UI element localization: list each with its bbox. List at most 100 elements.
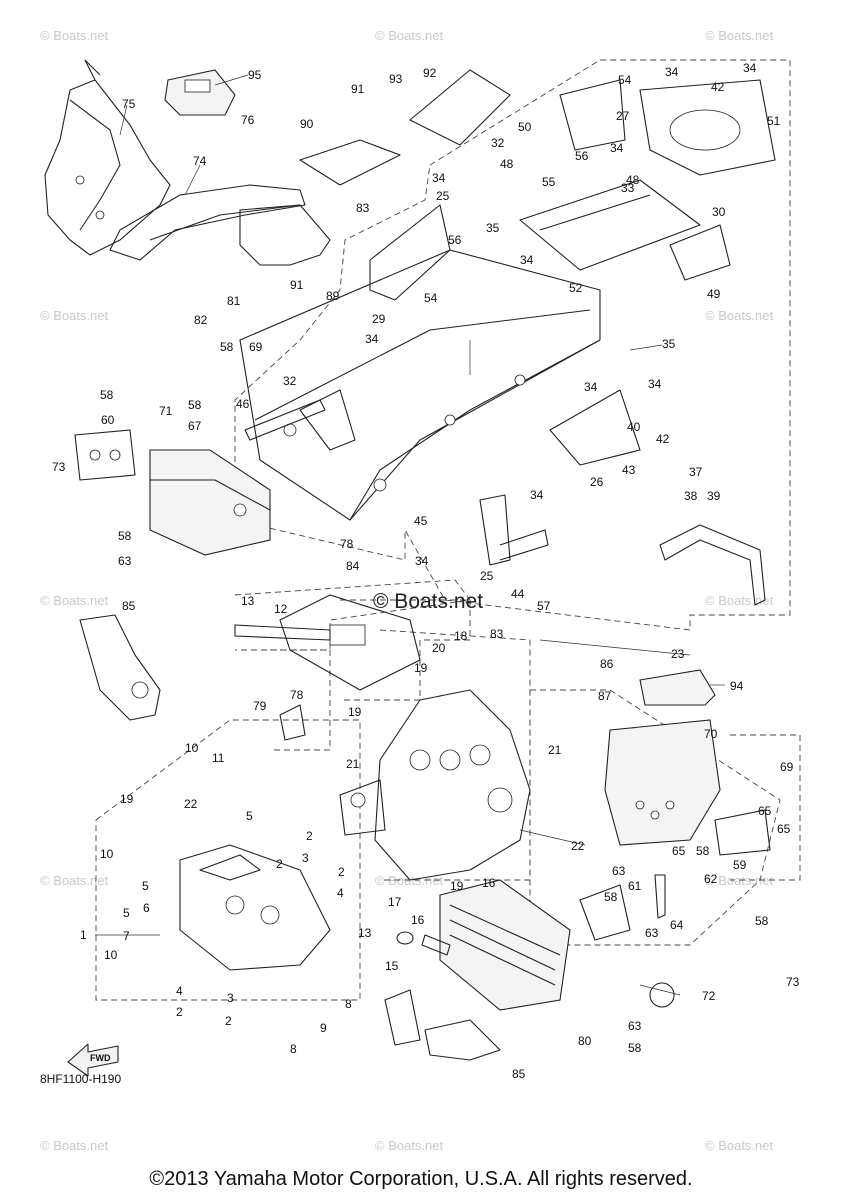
callout-74: 73 bbox=[52, 460, 66, 474]
copyright-notice: ©2013 Yamaha Motor Corporation, U.S.A. A… bbox=[149, 1168, 693, 1190]
leader-lines bbox=[95, 74, 725, 996]
callout-2: 2 bbox=[306, 829, 313, 843]
watermark: © Boats.net bbox=[40, 1138, 109, 1153]
callout-66: 65 bbox=[777, 822, 791, 836]
callout-43: 42 bbox=[656, 432, 670, 446]
callout-85: 85 bbox=[512, 1067, 526, 1081]
callout-20: 19 bbox=[120, 792, 134, 806]
callout-76: 75 bbox=[122, 97, 136, 111]
callout-37: 35 bbox=[486, 221, 500, 235]
callout-58: 58 bbox=[628, 1041, 642, 1055]
callout-41: 40 bbox=[627, 420, 641, 434]
callout-5: 5 bbox=[246, 809, 253, 823]
watermark: © Boats.net bbox=[705, 873, 774, 888]
part-93-box bbox=[639, 669, 716, 706]
callout-22: 21 bbox=[346, 757, 360, 771]
callout-90: 91 bbox=[351, 82, 365, 96]
callout-82: 83 bbox=[356, 201, 370, 215]
watermarks: © Boats.net © Boats.net © Boats.net © Bo… bbox=[40, 28, 774, 1153]
callout-13: 13 bbox=[358, 926, 372, 940]
callout-92: 93 bbox=[389, 72, 403, 86]
callout-67: 67 bbox=[188, 419, 202, 433]
callout-72: 71 bbox=[159, 404, 173, 418]
callout-60: 59 bbox=[733, 858, 747, 872]
callout-80: 81 bbox=[227, 294, 241, 308]
part-21-cradle bbox=[374, 689, 531, 881]
part-29-plate bbox=[369, 204, 451, 301]
part-60-bracket bbox=[714, 809, 771, 856]
callout-8: 8 bbox=[290, 1042, 297, 1056]
callout-70: 69 bbox=[780, 760, 794, 774]
callout-85: 85 bbox=[122, 599, 136, 613]
callout-19: 18 bbox=[454, 629, 468, 643]
watermark: © Boats.net bbox=[40, 873, 109, 888]
center-watermark: © Boats.net bbox=[373, 590, 483, 613]
callout-1: 1 bbox=[80, 928, 87, 942]
callout-83: 83 bbox=[490, 627, 504, 641]
callout-64: 63 bbox=[118, 554, 132, 568]
callout-5: 5 bbox=[142, 879, 149, 893]
callout-50: 50 bbox=[518, 120, 532, 134]
callout-52: 52 bbox=[569, 281, 583, 295]
callout-46: 45 bbox=[414, 514, 428, 528]
callout-2: 2 bbox=[276, 857, 283, 871]
callout-87: 87 bbox=[598, 689, 612, 703]
fwd-label: FWD bbox=[90, 1053, 111, 1063]
callout-18: 17 bbox=[388, 895, 402, 909]
callout-10: 10 bbox=[100, 847, 114, 861]
callout-65: 64 bbox=[670, 918, 684, 932]
part-77-cover bbox=[239, 204, 331, 266]
callout-51: 51 bbox=[767, 114, 781, 128]
part-15-radiator bbox=[439, 879, 571, 1011]
assembly-boundaries bbox=[95, 59, 801, 1001]
part-drawings bbox=[44, 59, 776, 1061]
callout-30: 29 bbox=[372, 312, 386, 326]
callout-10: 10 bbox=[185, 741, 199, 755]
callout-34: 34 bbox=[648, 377, 662, 391]
diagram-code: 8HF1100-H190 bbox=[40, 1072, 121, 1086]
callout-2: 2 bbox=[176, 1005, 183, 1019]
watermark: © Boats.net bbox=[40, 593, 109, 608]
callout-23: 22 bbox=[184, 797, 198, 811]
callout-79: 79 bbox=[253, 699, 267, 713]
watermark: © Boats.net bbox=[705, 1138, 774, 1153]
callout-39: 38 bbox=[684, 489, 698, 503]
callout-59: 58 bbox=[604, 890, 618, 904]
callout-13: 13 bbox=[241, 594, 255, 608]
callout-61: 60 bbox=[101, 413, 115, 427]
callout-69: 69 bbox=[249, 340, 263, 354]
callout-6: 6 bbox=[143, 901, 150, 915]
fwd-arrow: FWD bbox=[67, 1043, 119, 1077]
callout-94: 95 bbox=[248, 68, 262, 82]
part-94-box bbox=[164, 69, 236, 116]
callout-78: 78 bbox=[290, 688, 304, 702]
callout-73: 72 bbox=[702, 989, 716, 1003]
part-72-box bbox=[149, 449, 271, 556]
callout-34: 34 bbox=[743, 61, 757, 75]
callout-36: 35 bbox=[662, 337, 676, 351]
callout-71: 70 bbox=[704, 727, 718, 741]
callout-63: 62 bbox=[704, 872, 718, 886]
callout-26: 27 bbox=[616, 109, 630, 123]
main-tunnel bbox=[239, 249, 601, 521]
callout-34: 34 bbox=[584, 380, 598, 394]
callout-56: 56 bbox=[448, 233, 462, 247]
part-47-rail bbox=[244, 399, 326, 441]
callout-31: 30 bbox=[712, 205, 726, 219]
callout-29: 25 bbox=[436, 189, 450, 203]
callout-21: 20 bbox=[432, 641, 446, 655]
callout-12: 12 bbox=[274, 602, 288, 616]
callout-8: 8 bbox=[345, 997, 352, 1011]
callout-55: 55 bbox=[542, 175, 556, 189]
part-85-bracket bbox=[79, 614, 161, 721]
callout-48: 48 bbox=[500, 157, 514, 171]
callout-93: 94 bbox=[730, 679, 744, 693]
callout-5: 5 bbox=[123, 906, 130, 920]
callout-34: 34 bbox=[520, 253, 534, 267]
callout-34: 34 bbox=[530, 488, 544, 502]
callout-35: 33 bbox=[621, 181, 635, 195]
watermark: © Boats.net bbox=[705, 28, 774, 43]
callout-58: 58 bbox=[220, 340, 234, 354]
callout-68: 65 bbox=[672, 844, 686, 858]
